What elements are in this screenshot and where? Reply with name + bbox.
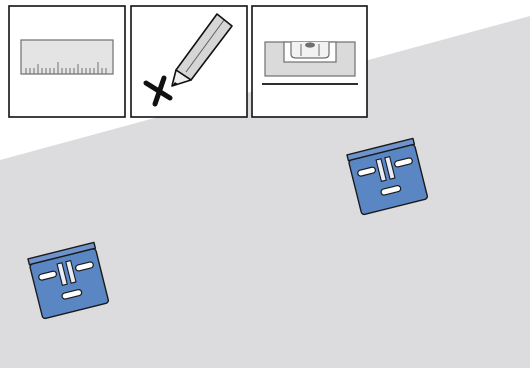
mounting-bracket-left (27, 241, 110, 320)
mounting-bracket-icon (346, 137, 429, 216)
tool-icon-ruler (8, 5, 126, 118)
pencil-mark-icon (143, 13, 233, 107)
wall-surface (0, 16, 530, 368)
tool-icon-pencil (130, 5, 248, 118)
tool-icon-level (251, 5, 368, 118)
mounting-bracket-right (346, 137, 429, 216)
ruler-icon (20, 39, 114, 75)
spirit-level-icon (262, 41, 358, 85)
mounting-bracket-icon (27, 241, 110, 320)
